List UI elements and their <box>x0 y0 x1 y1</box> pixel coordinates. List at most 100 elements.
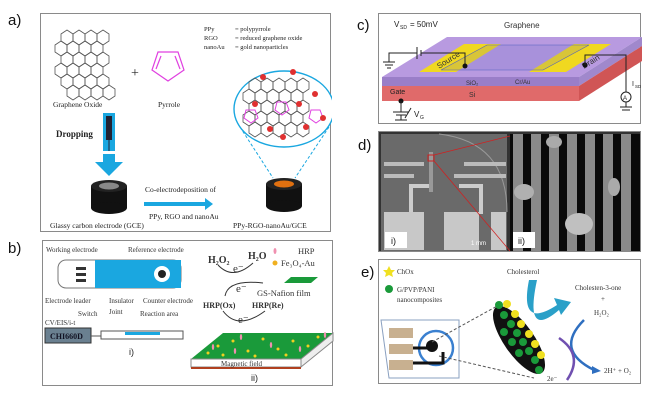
switch-label: Switch <box>78 310 98 318</box>
screen-printed-electrode <box>57 259 182 289</box>
source-pad <box>419 44 501 72</box>
h2o-label: H₂O <box>248 251 267 262</box>
electron-label-2: e⁻ <box>236 283 247 295</box>
gce-label: Glassy carbon electrode (GCE) <box>50 221 144 230</box>
graphene-label: Graphene <box>504 21 540 30</box>
panel-b-label: b) <box>8 240 22 257</box>
pipette-icon <box>103 113 115 151</box>
zoom-line-top <box>433 135 511 156</box>
insulator-label: Insulator <box>109 297 135 305</box>
legend-composite-2: nanocomposites <box>397 296 442 304</box>
legend-def-nanoau: = gold nanoparticles <box>235 44 289 51</box>
technique-label: CV/EIS/i-t <box>45 319 75 327</box>
gate-label: Gate <box>390 89 405 96</box>
panel-d-label: d) <box>358 137 372 154</box>
drain-pad <box>529 44 611 72</box>
composite-legend-icon <box>385 285 393 293</box>
sensor-chip <box>380 319 460 379</box>
film-legend-icon <box>284 277 318 283</box>
legend-hrp: HRP <box>298 246 315 256</box>
isd-label: I <box>632 81 634 88</box>
isd-subscript: SD <box>635 84 642 89</box>
hrp-legend-icon <box>273 248 277 254</box>
electrons-label: 2e⁻ <box>547 375 558 383</box>
panel-c: Source Drain Graphene Cr/Au SiO₂ Si V SD… <box>378 13 642 124</box>
sio2-label: SiO₂ <box>466 81 479 87</box>
glassy-carbon-electrode <box>91 180 127 214</box>
plus-label: + <box>601 295 605 303</box>
legend-film: GS-Nafion film <box>257 288 311 298</box>
down-arrow-icon <box>95 154 123 176</box>
sem-micrograph <box>510 134 640 251</box>
panel-c-diagram: Source Drain Graphene Cr/Au SiO₂ Si V SD… <box>382 20 642 121</box>
panel-e: ChOx G/PVP/PANI nanocomposites <box>378 259 641 384</box>
device-micrograph <box>381 133 508 251</box>
panel-e-label: e) <box>361 264 375 281</box>
process-label-1: Co-electrodeposition of <box>145 185 217 194</box>
fe3o4-legend-icon <box>272 260 278 266</box>
dropping-label: Dropping <box>56 129 93 139</box>
h2o2-arrow-icon <box>569 319 595 372</box>
sub-label-ii-box <box>513 232 535 248</box>
instrument-label: CHI660D <box>50 332 83 341</box>
panel-c-label: c) <box>357 17 370 34</box>
cholesterol-arrow-icon <box>526 280 571 320</box>
reaction-area-label: Reaction area <box>140 310 179 318</box>
panel-d-micrographs: i) 1 mm ii) <box>381 133 640 252</box>
crau-label: Cr/Au <box>515 80 530 86</box>
legend-composite-1: G/PVP/PANI <box>397 286 435 294</box>
panel-a-diagram: Graphene Oxide + Pyrrole PPy = polypyrro… <box>50 26 335 230</box>
legend-def-ppy: = polypyrrole <box>235 26 271 33</box>
vg-subscript: G <box>420 115 424 121</box>
graphene-sheet <box>440 44 590 71</box>
pyrrole-label: Pyrrole <box>158 100 181 109</box>
legend-abbr-nanoau: nanoAu <box>204 44 225 51</box>
pyrrole-structure <box>151 51 185 82</box>
reference-electrode-label: Reference electrode <box>128 246 184 254</box>
process-label-2: PPy, RGO and nanoAu <box>149 212 219 221</box>
counter-electrode-label: Counter electrode <box>143 297 193 305</box>
graphene-oxide-structure <box>54 29 116 101</box>
vg-label: V <box>414 110 420 119</box>
sub-label-ii: ii) <box>251 373 258 383</box>
legend-chox: ChOx <box>397 268 414 276</box>
electron-arrow-icon <box>558 336 576 381</box>
sub-label-ii: ii) <box>518 236 525 246</box>
zoom-line-bottom <box>433 160 511 252</box>
plus-sign: + <box>131 66 139 81</box>
magnetic-film-slab <box>190 331 334 369</box>
hrp-re-label: HRP(Re) <box>252 301 284 310</box>
magnetic-field-label: Magnetic field <box>221 360 263 368</box>
panel-b: Working electrode Reference electrode El… <box>42 240 334 386</box>
legend-fe3o4: Fe₃O₄-Au <box>281 258 316 268</box>
electron-label-3: e⁻ <box>238 314 249 326</box>
working-electrode-label: Working electrode <box>46 246 98 254</box>
abbreviation-legend: PPy = polypyrrole RGO = reduced graphene… <box>204 26 302 51</box>
electrode-leader-label: Electrode leader <box>45 297 91 305</box>
modified-electrode <box>266 178 302 212</box>
h2o2-label: H₂O₂ <box>594 309 610 317</box>
product-label: PPy-RGO-nanoAu/GCE <box>233 221 307 230</box>
cholesterol-label: Cholesterol <box>507 268 539 276</box>
source-contact <box>462 63 468 69</box>
chox-legend-icon <box>383 266 395 277</box>
vsd-label: V <box>394 20 400 29</box>
product1-label: Cholesten-3-one <box>575 284 621 292</box>
panel-a-label: a) <box>8 12 22 29</box>
panel-d: i) 1 mm ii) <box>378 131 641 252</box>
voltage-source-icon <box>383 47 466 69</box>
panel-e-diagram: ChOx G/PVP/PANI nanocomposites <box>380 266 632 383</box>
graphene-oxide-label: Graphene Oxide <box>53 100 103 109</box>
sub-label-i: i) <box>391 236 396 246</box>
sub-label-i: i) <box>129 347 134 357</box>
electron-label-1: e⁻ <box>233 263 244 275</box>
panel-a: Graphene Oxide + Pyrrole PPy = polypyrro… <box>40 13 335 232</box>
enzyme-electrode-surface <box>492 300 546 374</box>
legend-abbr-ppy: PPy <box>204 26 215 33</box>
scale-bar-label: 1 mm <box>471 241 486 247</box>
vsd-subscript: SD <box>400 25 407 31</box>
vsd-value: = 50mV <box>410 20 438 29</box>
panel-b-diagram: Working electrode Reference electrode El… <box>44 246 334 383</box>
product2-label: 2H⁺ + O₂ <box>604 367 632 375</box>
legend-abbr-rgo: RGO <box>204 35 218 42</box>
